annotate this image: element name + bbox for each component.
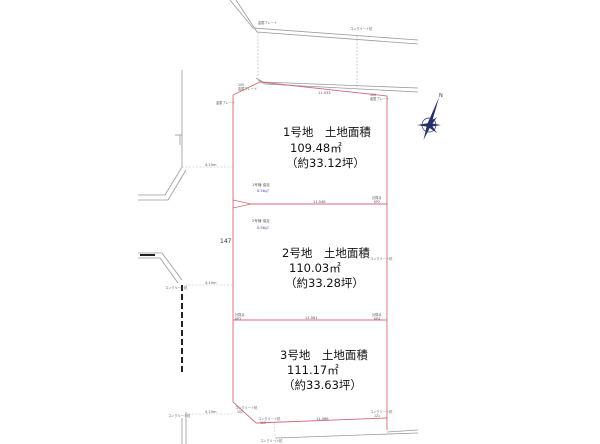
svg-text:コンクリート杭: コンクリート杭 xyxy=(370,256,393,261)
lot-2-tsubo: （約33.28坪） xyxy=(285,276,364,290)
bottom-left-structure xyxy=(138,252,419,444)
svg-text:100: 100 xyxy=(238,83,244,87)
lot-boundaries xyxy=(232,81,388,430)
svg-text:コンクリート杭: コンクリート杭 xyxy=(235,405,258,410)
lot-number: 147 xyxy=(220,238,232,245)
svg-text:計算点: 計算点 xyxy=(372,195,382,200)
road-width-bottom: 4.15m xyxy=(205,410,217,414)
lot-3-tsubo: （約33.63坪） xyxy=(283,378,362,392)
top-road-dims xyxy=(257,32,358,88)
compass-label: N xyxy=(439,93,443,99)
svg-text:122: 122 xyxy=(260,421,266,425)
top-edge: 11.033 xyxy=(318,91,331,95)
lot-2: 2号地 土地面積 110.03㎡ （約33.28坪） xyxy=(282,246,370,290)
svg-text:121: 121 xyxy=(374,414,380,418)
svg-text:コンクリート杭: コンクリート杭 xyxy=(165,285,188,290)
svg-text:コンクリート杭: コンクリート杭 xyxy=(260,438,283,443)
lot1-building-note: 1号棟 協定 xyxy=(252,182,270,187)
lot-2-area: 110.03㎡ xyxy=(289,261,341,275)
svg-text:コンクリート杭: コンクリート杭 xyxy=(350,26,373,31)
svg-text:金属プレート: 金属プレート xyxy=(238,86,257,91)
lot-1: 1号地 土地面積 109.48㎡ （約33.12坪） xyxy=(283,125,371,170)
lot-1-area: 109.48㎡ xyxy=(290,141,342,155)
road-width-left: 4.15m xyxy=(205,163,217,167)
svg-text:計算点: 計算点 xyxy=(235,312,245,317)
svg-text:コンクリート杭: コンクリート杭 xyxy=(168,413,191,418)
dim-lines xyxy=(182,166,277,444)
lot-3: 3号地 土地面積 111.17㎡ （約33.63坪） xyxy=(280,348,368,392)
svg-text:コンクリート杭: コンクリート杭 xyxy=(258,416,281,421)
svg-text:KP3: KP3 xyxy=(235,317,241,321)
lot-1-title: 1号地 土地面積 xyxy=(283,125,371,139)
road-width-mid: 4.15m xyxy=(205,281,217,285)
svg-text:KP2: KP2 xyxy=(374,200,380,204)
top-road xyxy=(229,0,419,93)
svg-text:KP4: KP4 xyxy=(374,317,380,321)
lot-1-tsubo: （約33.12坪） xyxy=(286,156,365,170)
svg-text:金属プレート: 金属プレート xyxy=(258,20,277,25)
svg-text:コンクリート杭: コンクリート杭 xyxy=(370,409,393,414)
lot-3-area: 111.17㎡ xyxy=(287,363,339,377)
svg-text:金属プレート: 金属プレート xyxy=(370,96,389,101)
svg-text:計算点: 計算点 xyxy=(372,312,382,317)
mid-edge-2: 12.081 xyxy=(305,316,318,320)
lot1-building-area: 0.56㎡ xyxy=(257,188,269,193)
lot-3-title: 3号地 土地面積 xyxy=(280,348,368,362)
bottom-edge: 11.066 xyxy=(316,417,329,421)
svg-text:金属プレート: 金属プレート xyxy=(216,100,235,105)
svg-text:102: 102 xyxy=(237,410,243,414)
left-road xyxy=(138,70,187,201)
lot-2-title: 2号地 土地面積 xyxy=(282,246,370,260)
mid-edge-1: 11.548 xyxy=(313,200,326,204)
svg-text:120: 120 xyxy=(370,93,376,97)
lot2-building-note: 2号棟 協定 xyxy=(252,218,270,223)
lot2-building-area: 0.56㎡ xyxy=(257,225,269,230)
compass-icon: N xyxy=(417,93,443,141)
